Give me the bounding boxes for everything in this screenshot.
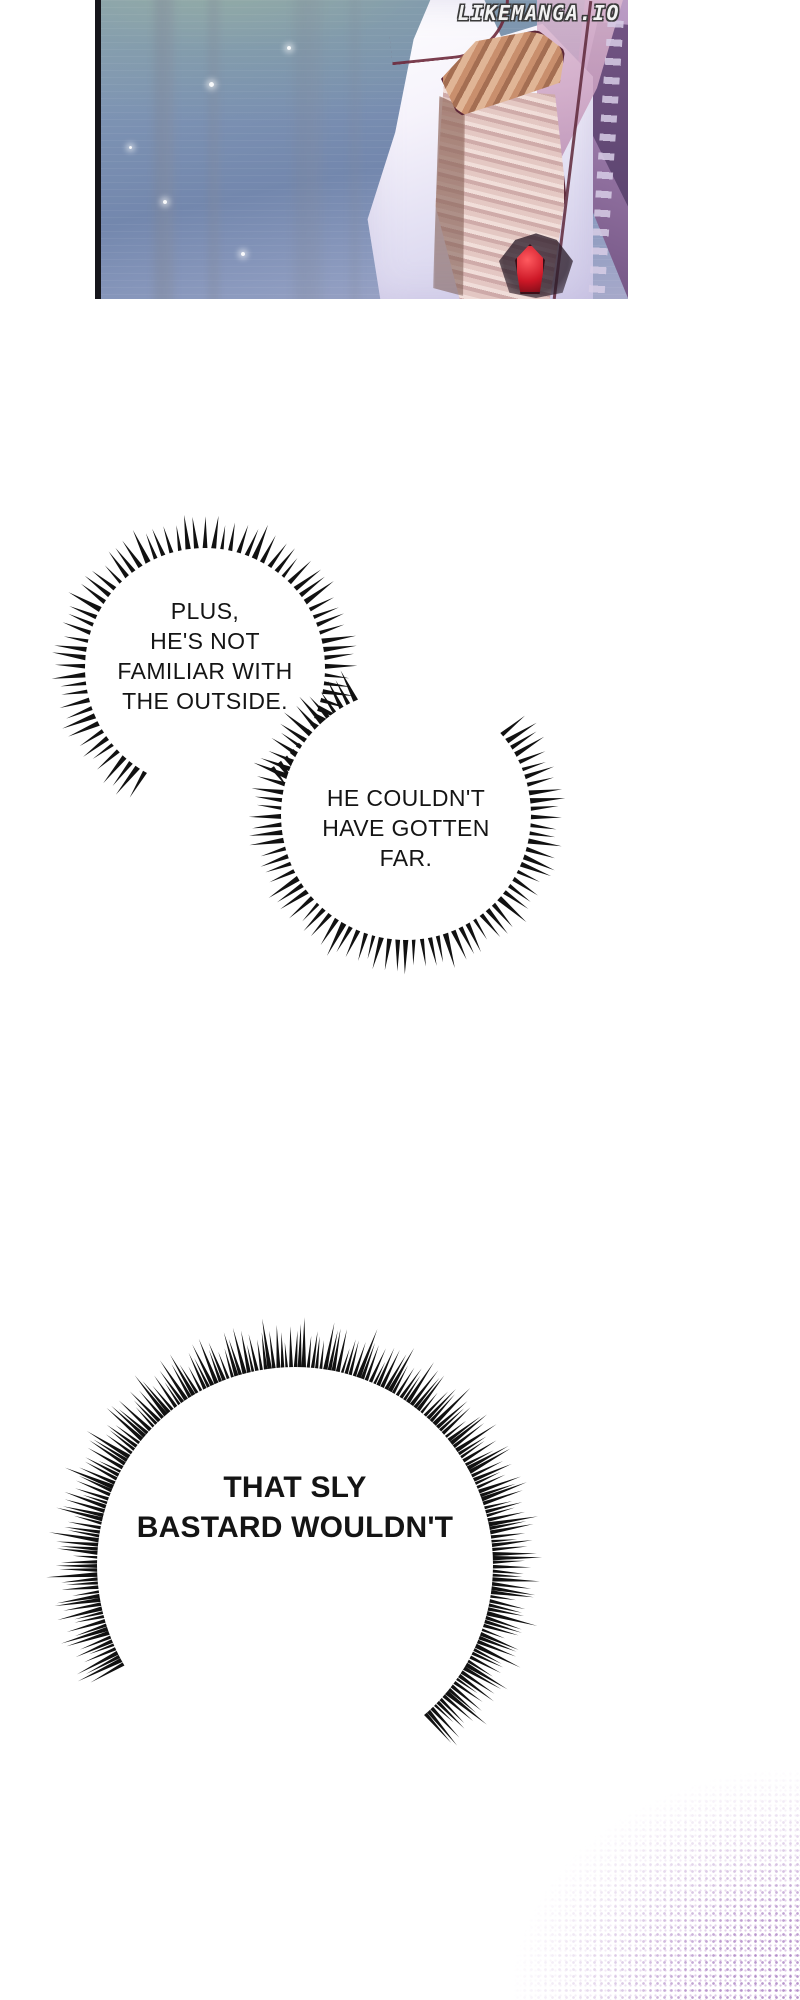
speech-bubble-plus: PLUS, HE'S NOT FAMILIAR WITH THE OUTSIDE… <box>40 500 370 830</box>
sparkle-dot <box>287 46 291 50</box>
speech-bubble-couldnt: HE COULDN'T HAVE GOTTEN FAR. <box>225 648 587 978</box>
spiky-bubble-shape <box>248 670 566 975</box>
spiky-bubble-shape-dense <box>46 1317 543 1763</box>
sparkle-dot <box>163 200 167 204</box>
sparkle-dot <box>209 82 214 87</box>
background-tree-trunk <box>149 0 179 299</box>
pink-halftone-burst <box>500 1770 800 2000</box>
background-tree-trunk <box>287 0 329 299</box>
panel-background-art <box>101 0 628 299</box>
bubble-couldnt-text: HE COULDN'T HAVE GOTTEN FAR. <box>322 785 490 871</box>
sparkle-dot <box>241 252 245 256</box>
sparkle-dot <box>129 146 132 149</box>
spiky-bubble-shape <box>51 514 358 798</box>
bubble-plus-text: PLUS, HE'S NOT FAMILIAR WITH THE OUTSIDE… <box>117 598 293 714</box>
speech-bubble-sly-bastard: THAT SLY BASTARD WOULDN'T <box>46 1317 543 1800</box>
bubble-sly-bastard-text: THAT SLY BASTARD WOULDN'T <box>136 1471 454 1544</box>
background-tree-trunk <box>347 0 363 299</box>
background-tree-trunk <box>205 0 223 299</box>
manga-art-panel: LIKEMANGA.IO <box>95 0 628 299</box>
braided-rope-shadow <box>433 96 465 296</box>
likemanga-watermark: LIKEMANGA.IO <box>457 1 620 25</box>
